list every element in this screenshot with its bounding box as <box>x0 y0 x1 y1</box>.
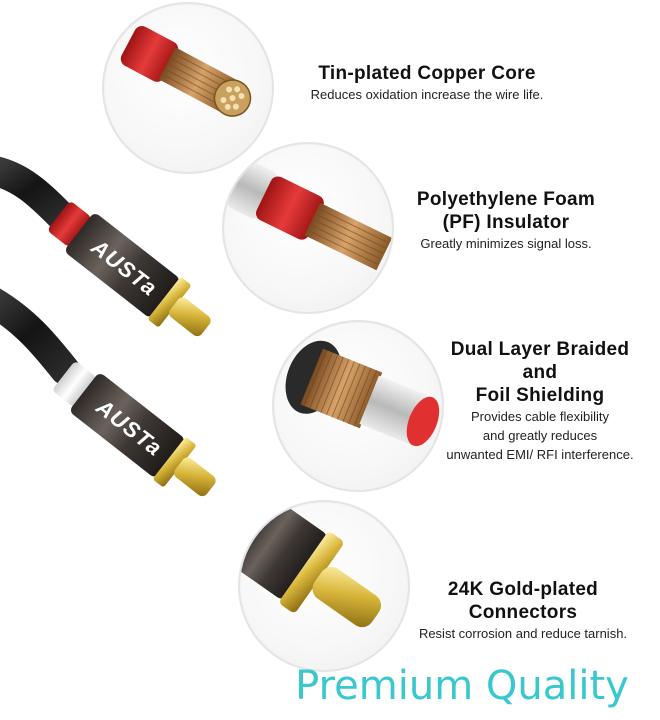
feature-title: (PF) Insulator <box>442 212 570 233</box>
insulator-bubble <box>222 142 394 314</box>
premium-quality-tagline: Premium Quality <box>295 663 629 709</box>
feature-description: Greatly minimizes signal loss. <box>420 236 592 251</box>
feature-copper-core: Tin-plated Copper Core Reduces oxidation… <box>262 62 592 104</box>
shielding-icon <box>285 340 440 447</box>
feature-title: 24K Gold-plated <box>447 579 599 600</box>
feature-title: Tin-plated Copper Core <box>318 63 536 84</box>
feature-insulator: Polyethylene Foam (PF) Insulator Greatly… <box>380 188 632 253</box>
feature-description: Resist corrosion and reduce tarnish. <box>418 626 628 641</box>
feature-title: Polyethylene Foam <box>416 189 596 210</box>
insulator-icon <box>227 160 392 271</box>
feature-title: Dual Layer Braided <box>450 339 630 360</box>
feature-title: and <box>522 362 558 383</box>
shielding-bubble <box>272 320 444 492</box>
feature-description: unwanted EMI/ RFI interference. <box>446 447 634 462</box>
feature-title: Connectors <box>468 602 578 623</box>
white-rca-connector: AUSTa <box>53 362 216 497</box>
feature-description: and greatly reduces <box>482 428 598 443</box>
red-rca-connector: AUSTa <box>48 202 211 337</box>
gold-connector-bubble <box>238 500 410 672</box>
gold-connector-icon <box>240 502 382 628</box>
feature-description: Reduces oxidation increase the wire life… <box>310 87 544 102</box>
copper-core-icon <box>120 26 252 117</box>
copper-core-bubble <box>102 2 274 174</box>
feature-title: Foil Shielding <box>475 385 605 406</box>
feature-shielding: Dual Layer Braided and Foil Shielding Pr… <box>420 338 660 464</box>
feature-description: Provides cable flexibility <box>470 409 609 424</box>
feature-gold-connectors: 24K Gold-plated Connectors Resist corros… <box>392 578 654 643</box>
